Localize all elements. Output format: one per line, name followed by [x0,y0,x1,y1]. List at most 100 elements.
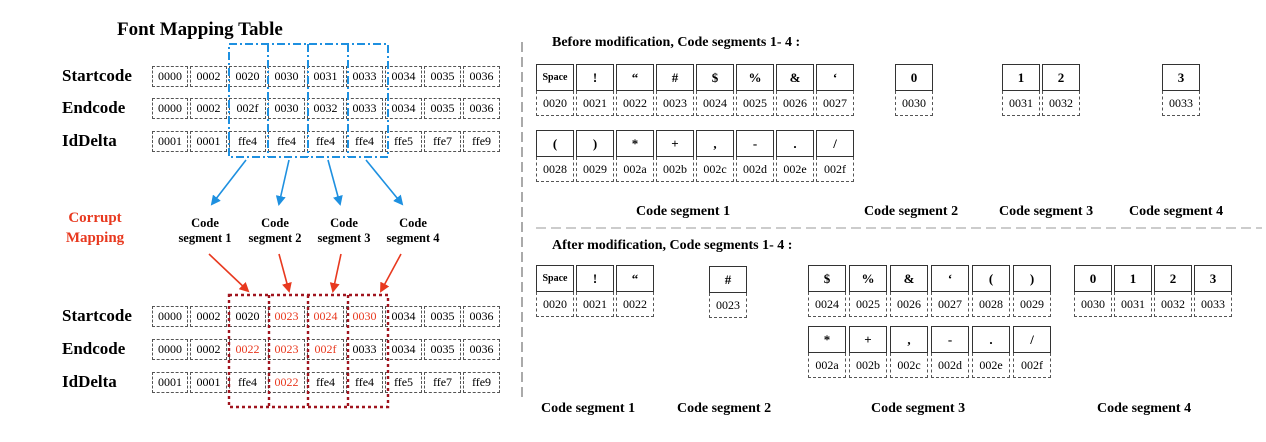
glyph-char: ( [536,130,574,157]
glyph-cell: “0022 [616,64,654,120]
top-table-cell: 0036 [463,66,500,87]
after-code-segment-2-label: Code segment 2 [677,401,772,416]
glyph-char: % [736,64,774,91]
glyph-char: - [931,326,969,353]
top-table-cell: 0001 [190,131,227,152]
glyph-cell: /002f [816,130,854,186]
glyph-code: 002b [656,157,694,182]
glyph-char: 0 [1074,265,1112,292]
before-code-segment-4-label: Code segment 4 [1129,204,1224,219]
glyph-cell: *002a [616,130,654,186]
top-table-cell: ffe5 [385,131,422,152]
glyph-cell: +002b [656,130,694,186]
bottom-table-cell: 0001 [190,372,227,393]
glyph-char: ) [576,130,614,157]
glyph-char: & [890,265,928,292]
glyph-char: 0 [895,64,933,91]
glyph-cell: )0029 [576,130,614,186]
bottom-table-cell: 0000 [152,306,188,327]
glyph-cell: /002f [1013,326,1051,382]
code-segment-4-label: Code segment 4 [378,216,448,246]
top-table-cell: ffe7 [424,131,461,152]
bottom-table-cell: 0023 [268,306,305,327]
corrupt-mapping-label: Corrupt Mapping [40,208,150,248]
glyph-cell: &0026 [776,64,814,120]
mapping-word: Mapping [65,230,125,246]
code-segment-3-label: Code segment 3 [309,216,379,246]
top-table-cell: 0035 [424,98,461,119]
glyph-char: “ [616,265,654,292]
glyph-code: 0024 [808,292,846,317]
glyph-char: Space [536,64,574,91]
glyph-code: 002e [972,353,1010,378]
glyph-code: 0021 [576,292,614,317]
red-arrows [208,253,402,293]
glyph-char: . [972,326,1010,353]
bottom-table-cell: ffe4 [307,372,344,393]
glyph-char: 2 [1154,265,1192,292]
glyph-cell: (0028 [536,130,574,186]
bottom-table-cell: 0033 [346,339,383,360]
glyph-code: 002d [736,157,774,182]
glyph-code: 0030 [895,91,933,116]
after-code-segment-3-label: Code segment 3 [871,401,966,416]
glyph-code: 002a [808,353,846,378]
glyph-code: 002f [1013,353,1051,378]
top-table-cell: 0033 [346,66,383,87]
before-title: Before modification, Code segments 1- 4 … [552,35,801,50]
top-table-cell: ffe9 [463,131,500,152]
top-table-cell: 0036 [463,98,500,119]
seg-line: Code [399,216,427,230]
glyph-cell: %0025 [849,265,887,321]
glyph-code: 0028 [972,292,1010,317]
glyph-code: 0020 [536,292,574,317]
top-table-cell: 0002 [190,66,227,87]
glyph-char: * [808,326,846,353]
glyph-code: 0032 [1154,292,1192,317]
glyph-char: 1 [1002,64,1040,91]
bottom-table-cell: 0036 [463,306,500,327]
glyph-cell: *002a [808,326,846,382]
glyph-code: 0027 [931,292,969,317]
bottom-table-cell: 0035 [424,339,461,360]
glyph-char: , [696,130,734,157]
glyph-char: # [656,64,694,91]
glyph-char: + [849,326,887,353]
glyph-cell: $0024 [808,265,846,321]
bottom-table-cell: 0000 [152,339,188,360]
glyph-cell: (0028 [972,265,1010,321]
glyph-code: 0021 [576,91,614,116]
glyph-cell: “0022 [616,265,654,321]
before-code-segment-1-label: Code segment 1 [636,204,731,219]
red-segment-box [227,293,390,409]
before-code-segment-2-label: Code segment 2 [864,204,959,219]
row-label-startcode: Startcode [62,66,132,85]
glyph-char: ‘ [931,265,969,292]
glyph-code: 0023 [656,91,694,116]
glyph-cell: ,002c [890,326,928,382]
top-table-cell: 0034 [385,66,422,87]
top-table-cell: 0000 [152,66,188,87]
top-table-cell: ffe4 [229,131,266,152]
glyph-cell: )0029 [1013,265,1051,321]
glyph-char: ‘ [816,64,854,91]
glyph-char: ( [972,265,1010,292]
glyph-code: 0025 [849,292,887,317]
top-table-cell: ffe4 [346,131,383,152]
seg-line: segment 1 [178,231,232,245]
top-table-cell: 0000 [152,98,188,119]
glyph-code: 0033 [1162,91,1200,116]
top-table-cell: 0034 [385,98,422,119]
glyph-cell: !0021 [576,265,614,321]
